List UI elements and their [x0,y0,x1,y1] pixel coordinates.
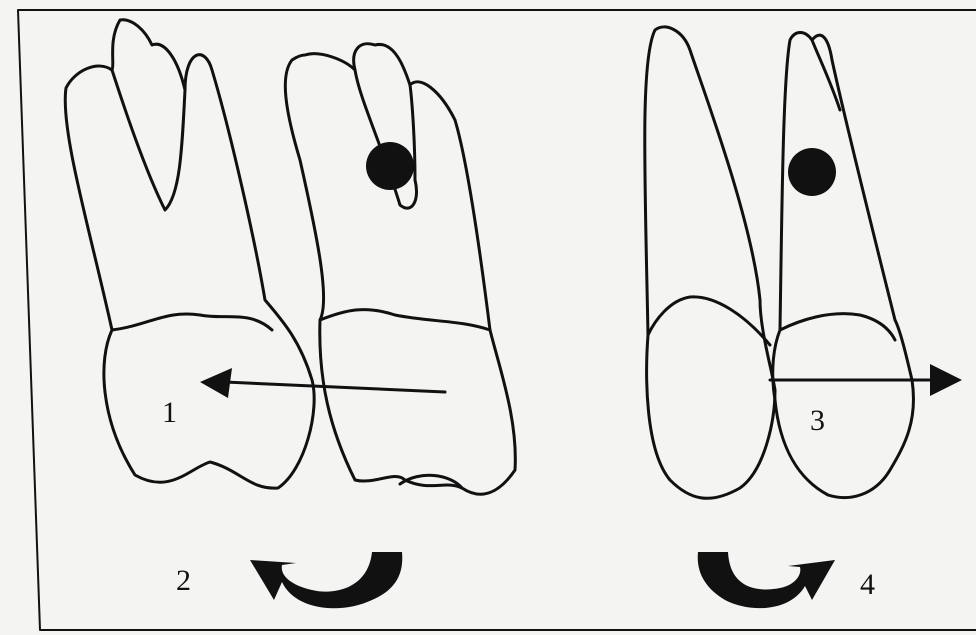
curved-arrow-2 [250,552,402,608]
label-2: 2 [176,566,191,596]
left-molar [65,20,314,488]
curved-arrow-4 [698,552,835,608]
marker-dot-right [788,148,836,196]
right-molar-with-marker [285,44,515,495]
label-4: 4 [860,570,875,600]
label-3: 3 [810,406,825,436]
arrow-3 [770,364,962,396]
right-premolar-with-marker [773,33,914,498]
frame-border [18,10,976,630]
left-premolar [645,27,775,498]
label-1: 1 [162,398,177,428]
marker-dot-left [366,142,414,190]
